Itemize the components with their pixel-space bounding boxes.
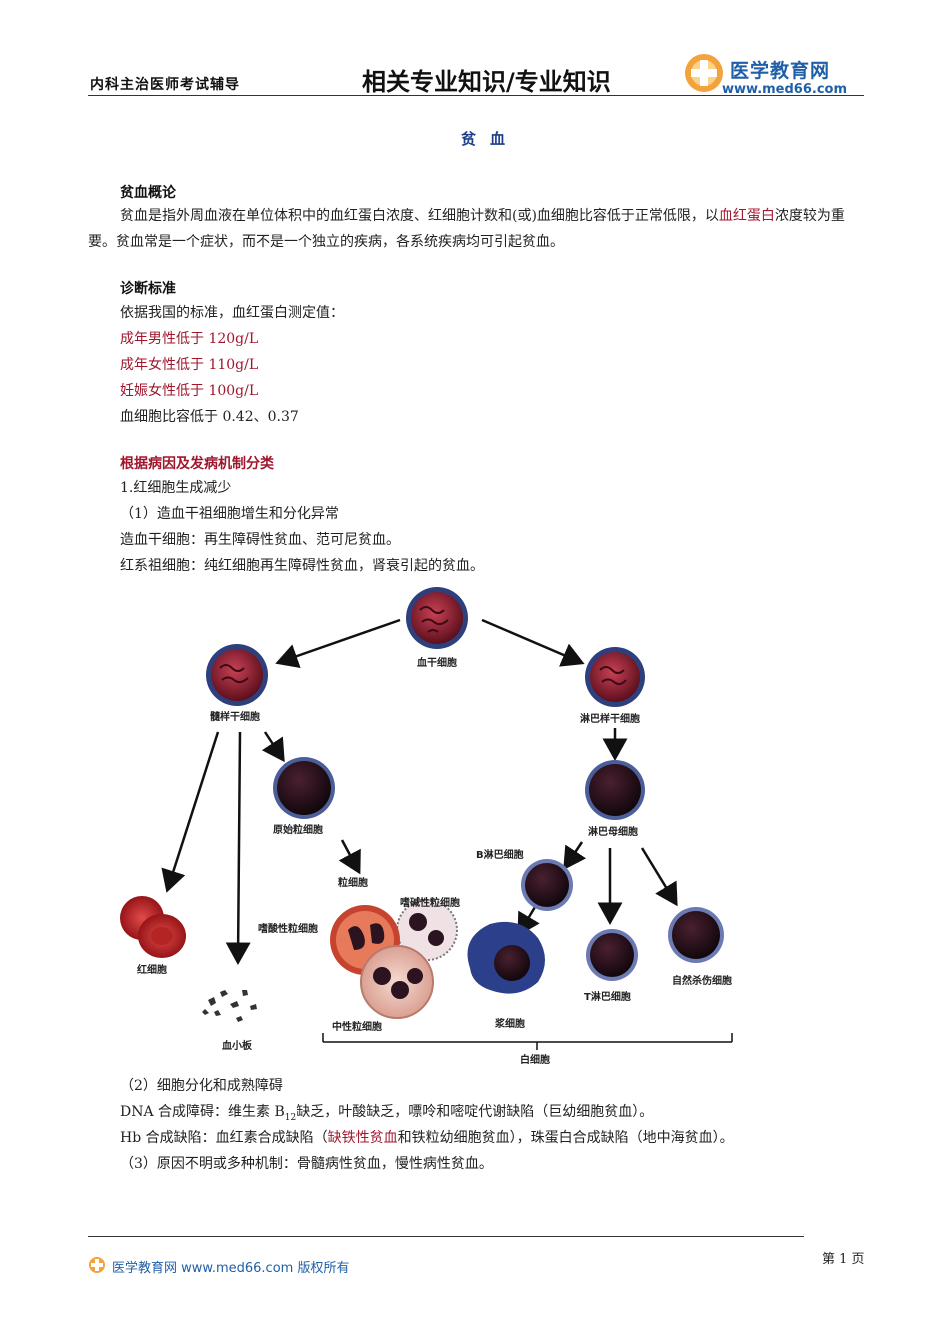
t-cell-icon <box>586 929 638 981</box>
classification-dna: DNA 合成障碍：维生素 B12缺乏，叶酸缺乏，嘌呤和嘧啶代谢缺陷（巨幼细胞贫血… <box>120 1099 653 1131</box>
platelet-icon <box>202 990 257 1022</box>
diagnosis-pregnant: 妊娠女性低于 100g/L <box>120 383 259 399</box>
label-lymphoid: 淋巴样干细胞 <box>580 712 640 725</box>
classification-line-b: 红系祖细胞：纯红细胞再生障碍性贫血，肾衰引起的贫血。 <box>120 558 484 574</box>
overview-paragraph: 贫血是指外周血液在单位体积中的血红蛋白浓度、红细胞计数和(或)血细胞比容低于正常… <box>88 203 868 255</box>
header-left-title: 内科主治医师考试辅导 <box>90 77 240 93</box>
label-eosinophil: 嗜酸性粒细胞 <box>258 922 318 935</box>
label-b-cell: B淋巴细胞 <box>476 848 524 861</box>
hb-text-a: Hb 合成缺陷：血红素合成缺陷（ <box>120 1130 328 1146</box>
logo-url: www.med66.com <box>722 82 848 97</box>
myeloblast-icon <box>273 757 335 819</box>
dna-subscript: 12 <box>284 1112 297 1123</box>
label-basophil: 嗜碱性粒细胞 <box>400 896 460 909</box>
diagnosis-male: 成年男性低于 120g/L <box>120 331 259 347</box>
label-stem: 血干细胞 <box>417 656 457 669</box>
wbc-bracket <box>322 1033 733 1050</box>
lymphoid-stem-cell-icon <box>585 647 645 707</box>
label-myeloid: 髓样干细胞 <box>210 710 260 723</box>
red-blood-cell-icon <box>120 896 186 958</box>
footer-divider <box>88 1236 804 1237</box>
label-nk: 自然杀伤细胞 <box>672 974 732 987</box>
label-neutrophil: 中性粒细胞 <box>332 1020 382 1033</box>
label-rbc: 红细胞 <box>137 963 167 976</box>
nk-cell-icon <box>668 907 724 963</box>
classification-hb: Hb 合成缺陷：血红素合成缺陷（缺铁性贫血和铁粒幼细胞贫血），珠蛋白合成缺陷（地… <box>120 1125 734 1151</box>
dna-text-b: 缺乏，叶酸缺乏，嘌呤和嘧啶代谢缺陷（巨幼细胞贫血）。 <box>296 1104 654 1120</box>
classification-sub1: （1）造血干祖细胞增生和分化异常 <box>120 506 339 522</box>
hb-text-b: 和铁粒幼细胞贫血），珠蛋白合成缺陷（地中海贫血）。 <box>397 1130 734 1146</box>
footer-page-number: 第 1 页 <box>822 1252 865 1267</box>
classification-sub2: （2）细胞分化和成熟障碍 <box>120 1078 283 1094</box>
label-t-cell: T淋巴细胞 <box>584 990 631 1003</box>
page-title: 贫血 <box>460 130 519 148</box>
dna-text-a: DNA 合成障碍：维生素 B <box>120 1104 285 1120</box>
classification-item1: 1.红细胞生成减少 <box>120 480 232 496</box>
footer-logo-icon <box>89 1257 105 1273</box>
diagnosis-hct: 血细胞比容低于 0.42、0.37 <box>120 409 299 425</box>
diagnosis-female: 成年女性低于 110g/L <box>120 357 259 373</box>
overview-text-red: 血红蛋白 <box>718 208 775 224</box>
label-granulocyte: 粒细胞 <box>338 876 368 889</box>
label-lymphoblast: 淋巴母细胞 <box>588 825 638 838</box>
neutrophil-icon <box>360 945 434 1019</box>
header-divider <box>88 95 864 96</box>
diagnosis-heading: 诊断标准 <box>120 281 176 297</box>
header-center-title: 相关专业知识/专业知识 <box>362 68 611 96</box>
hb-text-red: 缺铁性贫血 <box>327 1130 398 1146</box>
diagnosis-intro: 依据我国的标准，血红蛋白测定值： <box>120 305 344 321</box>
logo-text: 医学教育网 <box>730 60 831 82</box>
myeloid-stem-cell-icon <box>206 644 268 706</box>
classification-line-a: 造血干细胞：再生障碍性贫血、范可尼贫血。 <box>120 532 400 548</box>
hematopoiesis-diagram: 血干细胞 髓样干细胞 淋巴样干细胞 原始粒细胞 淋巴母细胞 粒细胞 嗜碱性粒细胞 <box>120 587 733 1066</box>
basophil-icon <box>396 899 458 961</box>
classification-sub3: （3）原因不明或多种机制：骨髓病性贫血，慢性病性贫血。 <box>120 1156 493 1172</box>
classification-heading: 根据病因及发病机制分类 <box>120 456 274 472</box>
overview-text-b: 浓度较为重要。贫血常是一个症状，而不是一个独立的疾病，各系统疾病均可引起贫血。 <box>88 208 845 250</box>
b-cell-icon <box>521 859 573 911</box>
label-wbc: 白细胞 <box>520 1053 550 1066</box>
overview-heading: 贫血概论 <box>120 185 176 201</box>
stem-cell-icon <box>406 587 468 649</box>
plasma-cell-icon <box>467 921 545 994</box>
label-myeloblast: 原始粒细胞 <box>273 823 323 836</box>
label-platelet: 血小板 <box>222 1039 253 1052</box>
lymphoblast-icon <box>585 760 645 820</box>
overview-text-a: 贫血是指外周血液在单位体积中的血红蛋白浓度、红细胞计数和(或)血细胞比容低于正常… <box>120 208 719 224</box>
logo-icon <box>685 54 723 92</box>
label-plasma: 浆细胞 <box>495 1017 525 1030</box>
footer-copyright: 医学教育网 www.med66.com 版权所有 <box>112 1261 350 1276</box>
